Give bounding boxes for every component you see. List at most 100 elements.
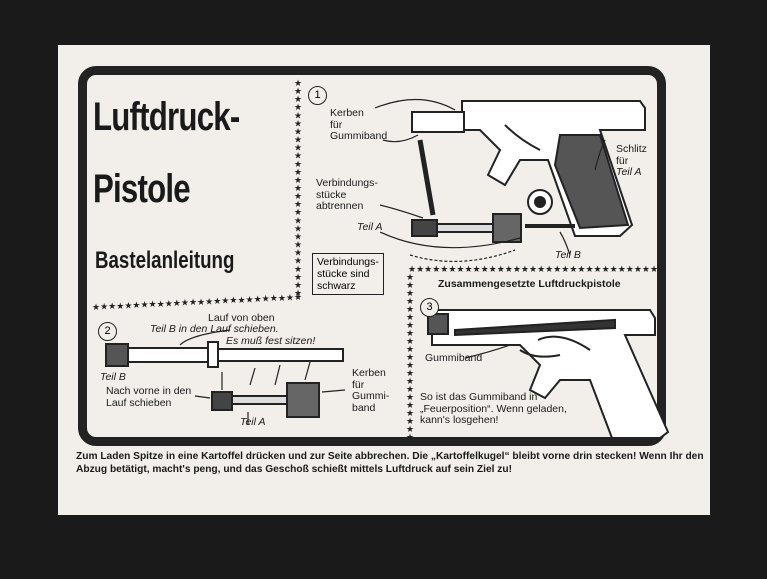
star-ornament: ★ bbox=[577, 265, 585, 275]
star-ornament: ★ bbox=[294, 216, 302, 226]
star-ornament: ★ bbox=[481, 265, 489, 275]
star-ornament: ★ bbox=[569, 265, 577, 275]
star-ornament: ★ bbox=[294, 87, 302, 97]
star-ornament: ★ bbox=[406, 281, 414, 291]
step2-lauf-label: Lauf von oben bbox=[208, 312, 275, 324]
star-ornament: ★ bbox=[406, 425, 414, 435]
star-ornament: ★ bbox=[406, 361, 414, 371]
star-ornament: ★ bbox=[294, 184, 302, 194]
star-ornament: ★ bbox=[262, 295, 270, 305]
step3-heading: Zusammengesetzte Luftdruckpistole bbox=[438, 278, 621, 290]
star-ornament: ★ bbox=[246, 295, 254, 305]
star-ornament: ★ bbox=[650, 265, 658, 275]
star-ornament: ★ bbox=[497, 265, 505, 275]
star-ornament: ★ bbox=[505, 265, 513, 275]
step2-vorne-label: Nach vorne in den Lauf schieben bbox=[106, 385, 192, 409]
star-ornament: ★ bbox=[561, 265, 569, 275]
star-ornament: ★ bbox=[124, 301, 132, 311]
star-ornament: ★ bbox=[642, 265, 650, 275]
star-ornament: ★ bbox=[406, 433, 414, 443]
title-line-1: Luftdruck- bbox=[93, 95, 240, 139]
star-ornament: ★ bbox=[294, 265, 302, 275]
star-ornament: ★ bbox=[294, 79, 302, 89]
star-ornament: ★ bbox=[270, 294, 278, 304]
star-ornament: ★ bbox=[448, 265, 456, 275]
step1-kerben-label: Kerben für Gummiband bbox=[330, 107, 388, 143]
step3-arrows bbox=[464, 344, 511, 359]
instruction-frame bbox=[78, 66, 666, 446]
star-ornament: ★ bbox=[294, 136, 302, 146]
step3-description: So ist das Gummiband in „Feuerposition“.… bbox=[420, 391, 567, 427]
star-ornament: ★ bbox=[116, 302, 124, 312]
step1-teil-a-label: Teil A bbox=[357, 221, 383, 233]
star-ornament: ★ bbox=[406, 313, 414, 323]
star-ornament: ★ bbox=[140, 301, 148, 311]
step-number-2: 2 bbox=[98, 322, 117, 341]
star-ornament: ★ bbox=[529, 265, 537, 275]
star-ornament: ★ bbox=[294, 224, 302, 234]
star-ornament: ★ bbox=[464, 265, 472, 275]
star-ornament: ★ bbox=[406, 345, 414, 355]
star-ornament: ★ bbox=[553, 265, 561, 275]
star-ornament: ★ bbox=[108, 302, 116, 312]
title-line-2: Pistole bbox=[93, 167, 191, 211]
step1-verbindung-label: Verbindungs- stücke abtrennen bbox=[316, 177, 378, 213]
star-ornament: ★ bbox=[406, 337, 414, 347]
star-ornament: ★ bbox=[521, 265, 529, 275]
star-ornament: ★ bbox=[149, 300, 157, 310]
star-ornament: ★ bbox=[294, 103, 302, 113]
star-ornament: ★ bbox=[408, 265, 416, 275]
pistol-part-drawing-step2 bbox=[105, 341, 344, 418]
star-ornament: ★ bbox=[406, 297, 414, 307]
step2-arrows bbox=[179, 329, 346, 425]
step1-info-box: Verbindungs- stücke sind schwarz bbox=[312, 253, 384, 296]
step-number-1: 1 bbox=[308, 86, 327, 105]
star-ornament: ★ bbox=[602, 265, 610, 275]
star-ornament: ★ bbox=[189, 298, 197, 308]
star-ornament: ★ bbox=[406, 385, 414, 395]
star-ornament: ★ bbox=[294, 289, 302, 299]
pistol-part-drawing-step1 bbox=[411, 100, 646, 243]
star-ornament: ★ bbox=[294, 176, 302, 186]
star-ornament: ★ bbox=[181, 299, 189, 309]
step2-fest-label: Es muß fest sitzen! bbox=[226, 335, 316, 347]
star-ornament: ★ bbox=[406, 273, 414, 283]
star-ornament: ★ bbox=[294, 200, 302, 210]
star-ornament: ★ bbox=[197, 298, 205, 308]
star-ornament: ★ bbox=[406, 409, 414, 419]
star-ornament: ★ bbox=[294, 281, 302, 291]
loading-instructions-caption: Zum Laden Spitze in eine Kartoffel drück… bbox=[76, 451, 704, 475]
star-ornament: ★ bbox=[294, 293, 302, 303]
step2-teil-b-instruction: Teil B in den Lauf schieben. bbox=[150, 323, 279, 335]
star-ornament: ★ bbox=[626, 265, 634, 275]
star-ornament: ★ bbox=[294, 111, 302, 121]
star-ornament: ★ bbox=[489, 265, 497, 275]
star-ornament: ★ bbox=[213, 297, 221, 307]
star-ornament: ★ bbox=[594, 265, 602, 275]
star-divider-horizontal-left: ★★★★★★★★★★★★★★★★★★★★★★★★★★ bbox=[92, 293, 302, 313]
star-ornament: ★ bbox=[286, 293, 294, 303]
star-ornament: ★ bbox=[132, 301, 140, 311]
step3-gummiband-label: Gummiband bbox=[425, 352, 483, 364]
star-ornament: ★ bbox=[294, 232, 302, 242]
star-ornament: ★ bbox=[406, 321, 414, 331]
star-ornament: ★ bbox=[294, 160, 302, 170]
star-ornament: ★ bbox=[456, 265, 464, 275]
star-ornament: ★ bbox=[406, 401, 414, 411]
star-ornament: ★ bbox=[294, 95, 302, 105]
step1-schlitz-label: Schlitz für Teil A bbox=[616, 143, 647, 179]
star-ornament: ★ bbox=[513, 265, 521, 275]
star-ornament: ★ bbox=[165, 299, 173, 309]
star-ornament: ★ bbox=[610, 265, 618, 275]
star-ornament: ★ bbox=[157, 300, 165, 310]
star-ornament: ★ bbox=[92, 303, 100, 313]
step2-kerben-label: Kerben für Gummi- band bbox=[352, 367, 390, 414]
star-ornament: ★ bbox=[237, 296, 245, 306]
star-ornament: ★ bbox=[294, 192, 302, 202]
star-ornament: ★ bbox=[406, 353, 414, 363]
star-ornament: ★ bbox=[221, 297, 229, 307]
star-ornament: ★ bbox=[294, 144, 302, 154]
star-ornament: ★ bbox=[294, 257, 302, 267]
star-ornament: ★ bbox=[406, 305, 414, 315]
star-ornament: ★ bbox=[432, 265, 440, 275]
